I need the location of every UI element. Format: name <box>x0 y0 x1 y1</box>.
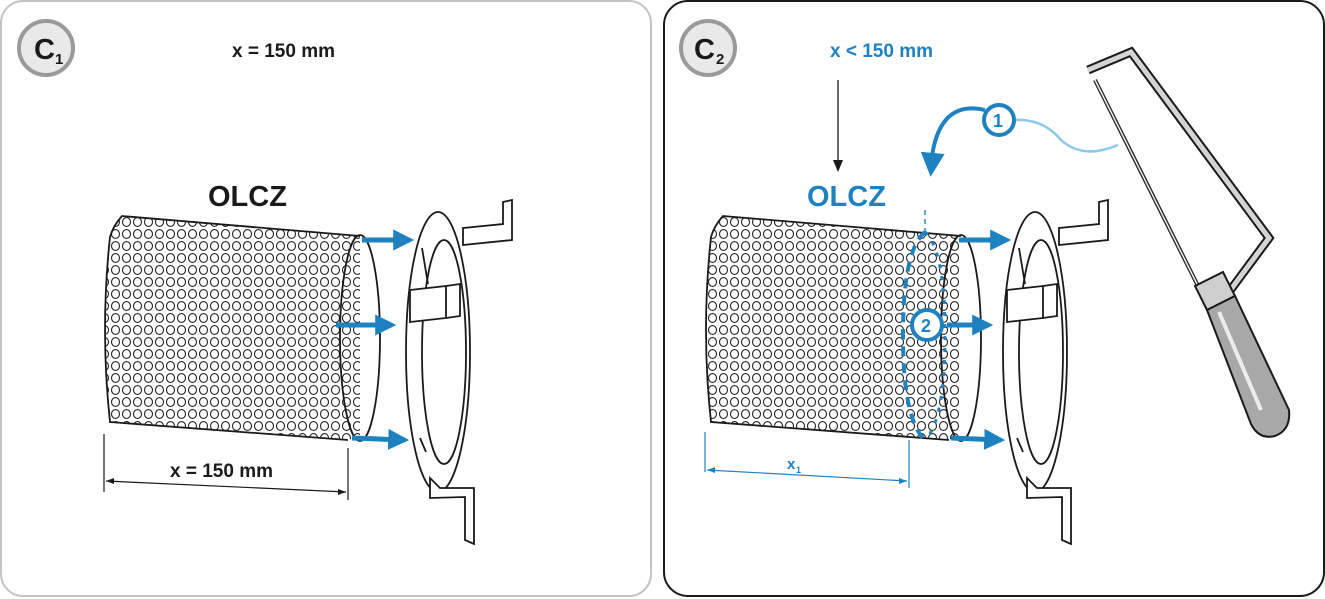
step-1-badge: 1 <box>982 103 1016 137</box>
step-2-badge: 2 <box>910 308 944 342</box>
panel-c2-model-label: OLCZ <box>807 181 886 213</box>
dimension-x1 <box>704 432 910 488</box>
panel-c1-svg: C 1 x = 150 mm OLCZ <box>0 0 652 597</box>
step-1-label: 1 <box>993 111 1003 131</box>
flow-arrow-icon <box>947 229 1012 450</box>
panel-c2: C 2 x < 150 mm OLCZ <box>663 0 1325 597</box>
badge-c2-sub: 2 <box>716 51 724 68</box>
panel-c2-svg: C 2 x < 150 mm OLCZ <box>663 0 1325 597</box>
flow-arrow-icon <box>336 229 415 450</box>
panel-c1-dimension-label: x = 150 mm <box>170 461 273 482</box>
step-2-label: 2 <box>921 316 931 336</box>
down-arrow-icon <box>833 80 843 172</box>
dimension-x1-letter: x <box>787 456 796 473</box>
panel-c1-model-label: OLCZ <box>208 181 287 213</box>
cut-line-icon <box>900 230 947 442</box>
badge-c1: C 1 <box>17 19 75 77</box>
dimension-x-150 <box>103 434 349 500</box>
badge-c1-letter: C <box>34 34 55 66</box>
hacksaw-icon <box>1086 46 1291 438</box>
curved-arrow-icon <box>920 106 986 177</box>
leader-line <box>1012 118 1119 153</box>
mounting-flange-icon <box>1002 198 1109 546</box>
panel-c1-header: x = 150 mm <box>232 41 335 62</box>
badge-c2-letter: C <box>694 34 715 66</box>
badge-c1-sub: 1 <box>55 51 63 68</box>
panel-c1: C 1 x = 150 mm OLCZ <box>0 0 652 597</box>
dimension-x1-sub: 1 <box>796 465 801 475</box>
perforated-cylinder-icon <box>104 215 381 442</box>
badge-c2: C 2 <box>679 19 737 77</box>
panel-c2-header: x < 150 mm <box>830 41 933 62</box>
mounting-flange-icon <box>405 198 513 546</box>
